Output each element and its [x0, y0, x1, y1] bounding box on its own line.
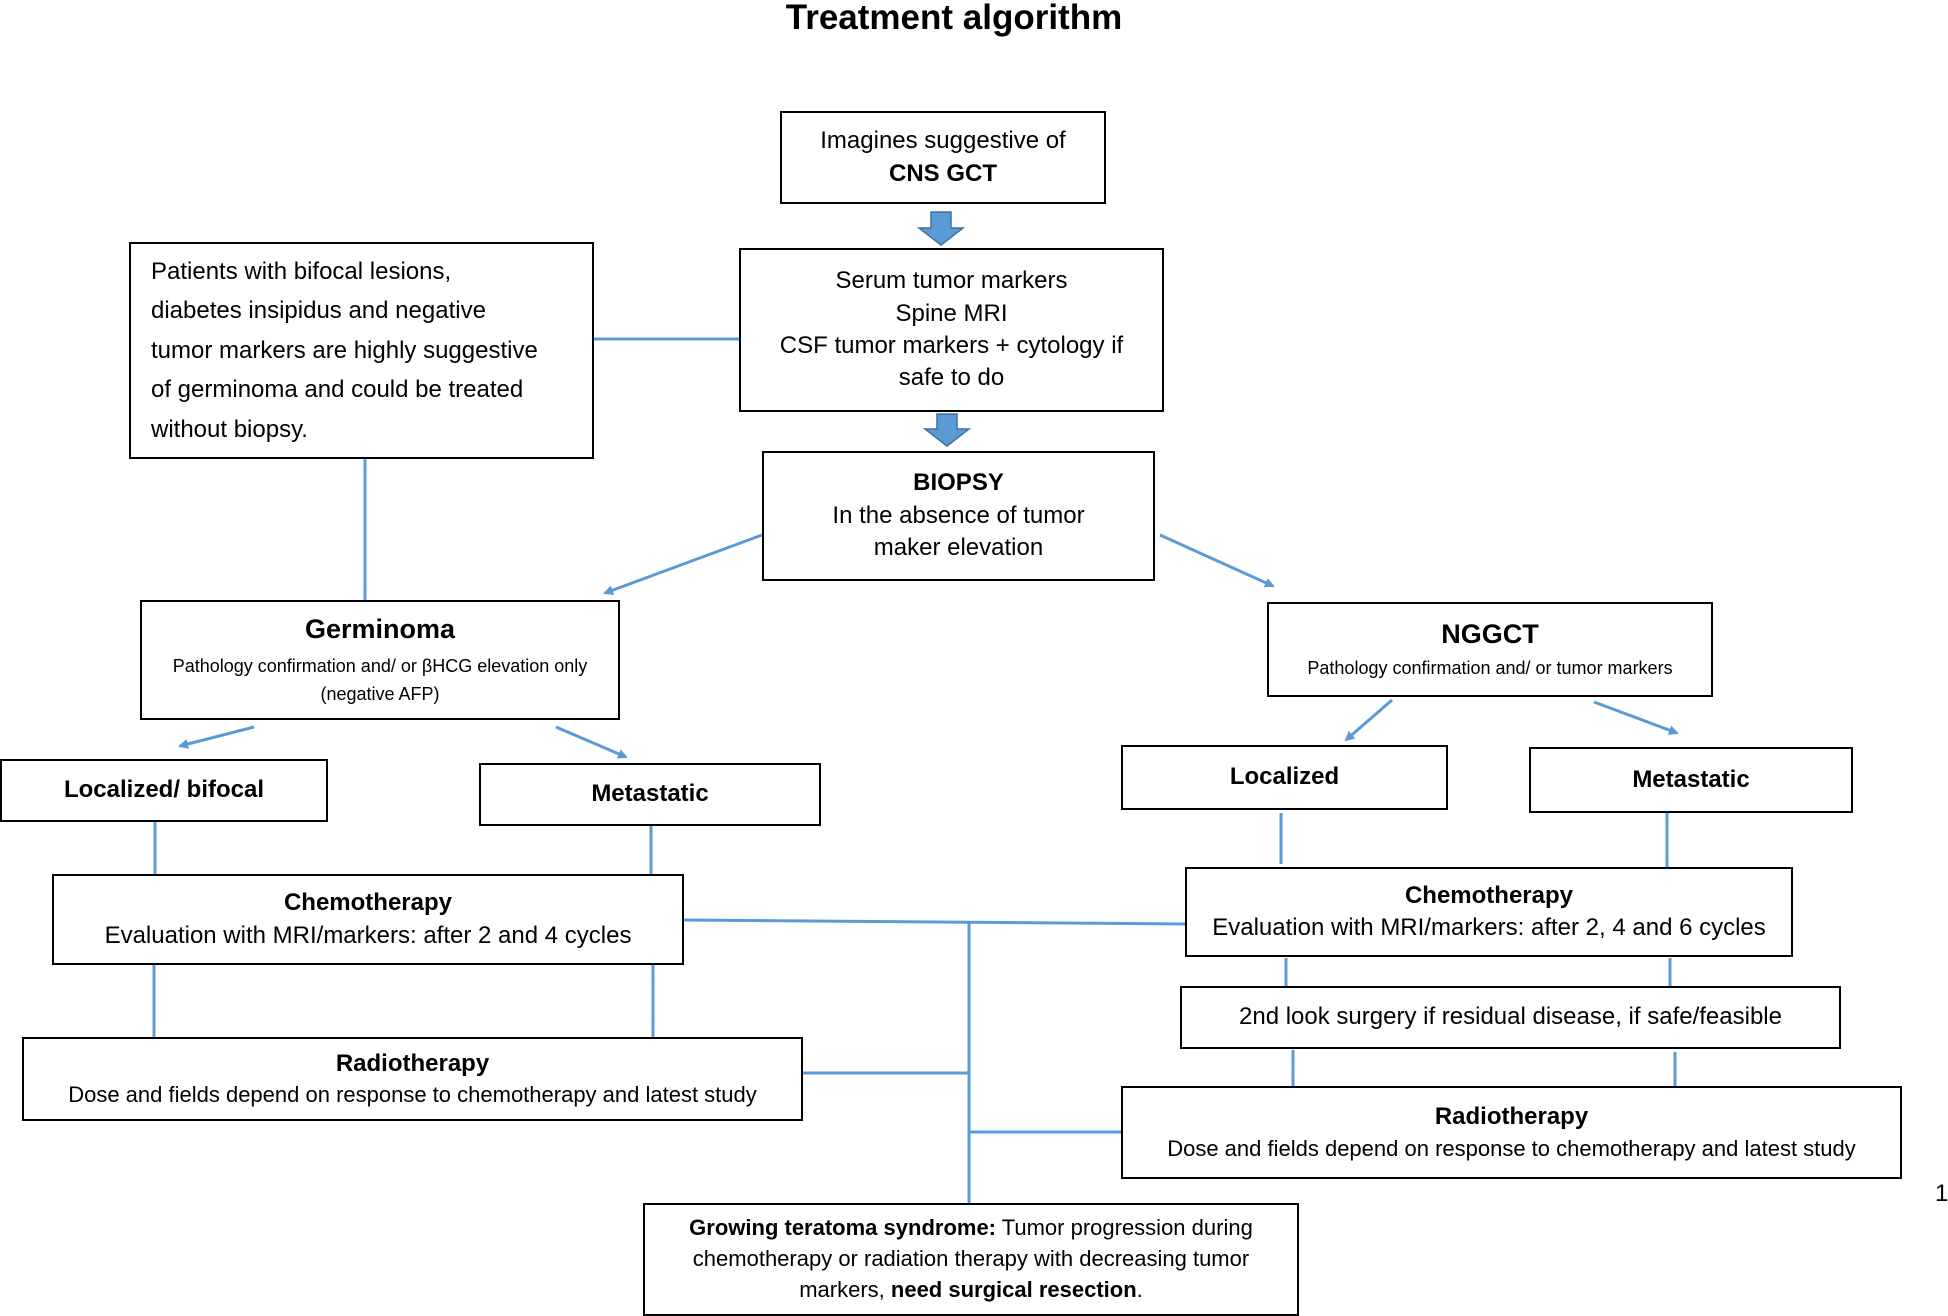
nggct-localized-label: Localized — [1229, 763, 1340, 791]
germ-localized-box: Localized/ bifocal — [0, 759, 328, 822]
teratoma-line2: chemotherapy or radiation therapy with d… — [692, 1246, 1250, 1272]
teratoma-term: Growing teratoma syndrome: — [689, 1215, 997, 1241]
teratoma-line1: Growing teratoma syndrome: Tumor progres… — [689, 1213, 1253, 1244]
second-look-box: 2nd look surgery if residual disease, if… — [1180, 986, 1841, 1049]
germ-chemo-box: Chemotherapy Evaluation with MRI/markers… — [52, 874, 684, 965]
nggct-chemo-heading: Chemotherapy — [1404, 881, 1574, 909]
workup-line: CSF tumor markers + cytology if — [779, 332, 1124, 359]
nggct-metastatic-box: Metastatic — [1529, 747, 1853, 813]
arrow-nggct-to-localized — [1344, 698, 1393, 742]
teratoma-period: . — [1136, 1276, 1143, 1302]
arrow-germinoma-to-localized — [178, 725, 255, 749]
page-number: 1 — [1935, 1180, 1948, 1207]
nggct-heading: NGGCT — [1441, 619, 1539, 650]
arrow-biopsy-to-germinoma — [603, 533, 763, 595]
note-line: Patients with bifocal lesions, — [151, 257, 452, 285]
germ-metastatic-box: Metastatic — [479, 763, 821, 826]
workup-line: Spine MRI — [895, 299, 1008, 327]
nggct-box: NGGCT Pathology confirmation and/ or tum… — [1267, 602, 1713, 697]
arrow-biopsy-to-nggct — [1159, 533, 1275, 588]
nggct-line: Pathology confirmation and/ or tumor mar… — [1307, 657, 1673, 678]
germ-chemo-heading: Chemotherapy — [283, 889, 453, 917]
germinoma-line: Pathology confirmation and/ or βHCG elev… — [172, 656, 588, 677]
germ-metastatic-label: Metastatic — [591, 780, 709, 808]
arrow-nggct-to-metastatic — [1593, 700, 1679, 735]
germ-chemo-line: Evaluation with MRI/markers: after 2 and… — [104, 921, 632, 949]
imaging-line2: CNS GCT — [889, 159, 997, 187]
teratoma-text: markers, — [799, 1276, 891, 1302]
nggct-chemo-line: Evaluation with MRI/markers: after 2, 4 … — [1212, 914, 1766, 941]
germ-radio-box: Radiotherapy Dose and fields depend on r… — [22, 1037, 803, 1121]
biopsy-box: BIOPSY In the absence of tumor maker ele… — [762, 451, 1155, 581]
biopsy-line: maker elevation — [873, 534, 1044, 562]
no-biopsy-note-box: Patients with bifocal lesions, diabetes … — [129, 242, 594, 459]
connector-chemo-horizontal — [683, 918, 1186, 926]
second-look-label: 2nd look surgery if residual disease, if… — [1239, 1003, 1782, 1031]
teratoma-box: Growing teratoma syndrome: Tumor progres… — [643, 1203, 1299, 1316]
nggct-metastatic-label: Metastatic — [1632, 765, 1750, 793]
block-arrow-workup-to-biopsy — [922, 413, 972, 447]
note-line: of germinoma and could be treated — [151, 376, 524, 404]
diagram-title: Treatment algorithm — [785, 0, 1123, 37]
germinoma-line: (negative AFP) — [320, 684, 440, 705]
workup-line: Serum tumor markers — [835, 267, 1068, 295]
workup-line: safe to do — [898, 364, 1005, 392]
germ-radio-line: Dose and fields depend on response to ch… — [68, 1082, 757, 1108]
biopsy-heading: BIOPSY — [913, 469, 1004, 497]
teratoma-text: Tumor progression during — [996, 1215, 1253, 1241]
germ-localized-label: Localized/ bifocal — [63, 776, 265, 804]
imaging-box: Imagines suggestive of CNS GCT — [780, 111, 1106, 204]
nggct-localized-box: Localized — [1121, 745, 1448, 810]
imaging-line1: Imagines suggestive of — [820, 127, 1066, 155]
teratoma-emphasis: need surgical resection — [890, 1276, 1137, 1302]
nggct-chemo-box: Chemotherapy Evaluation with MRI/markers… — [1185, 867, 1793, 957]
nggct-radio-box: Radiotherapy Dose and fields depend on r… — [1121, 1086, 1902, 1179]
workup-box: Serum tumor markers Spine MRI CSF tumor … — [739, 248, 1164, 412]
block-arrow-imaging-to-workup — [916, 211, 966, 246]
biopsy-line: In the absence of tumor — [832, 501, 1085, 529]
nggct-radio-heading: Radiotherapy — [1434, 1103, 1589, 1131]
note-line: tumor markers are highly suggestive — [151, 336, 538, 364]
germ-radio-heading: Radiotherapy — [335, 1049, 490, 1077]
teratoma-line3: markers, need surgical resection. — [799, 1275, 1143, 1306]
note-line: without biopsy. — [151, 415, 308, 443]
germinoma-box: Germinoma Pathology confirmation and/ or… — [140, 600, 620, 720]
arrow-germinoma-to-metastatic — [555, 725, 628, 759]
germinoma-heading: Germinoma — [304, 613, 456, 644]
nggct-radio-line: Dose and fields depend on response to ch… — [1167, 1135, 1856, 1161]
note-line: diabetes insipidus and negative — [151, 297, 486, 325]
